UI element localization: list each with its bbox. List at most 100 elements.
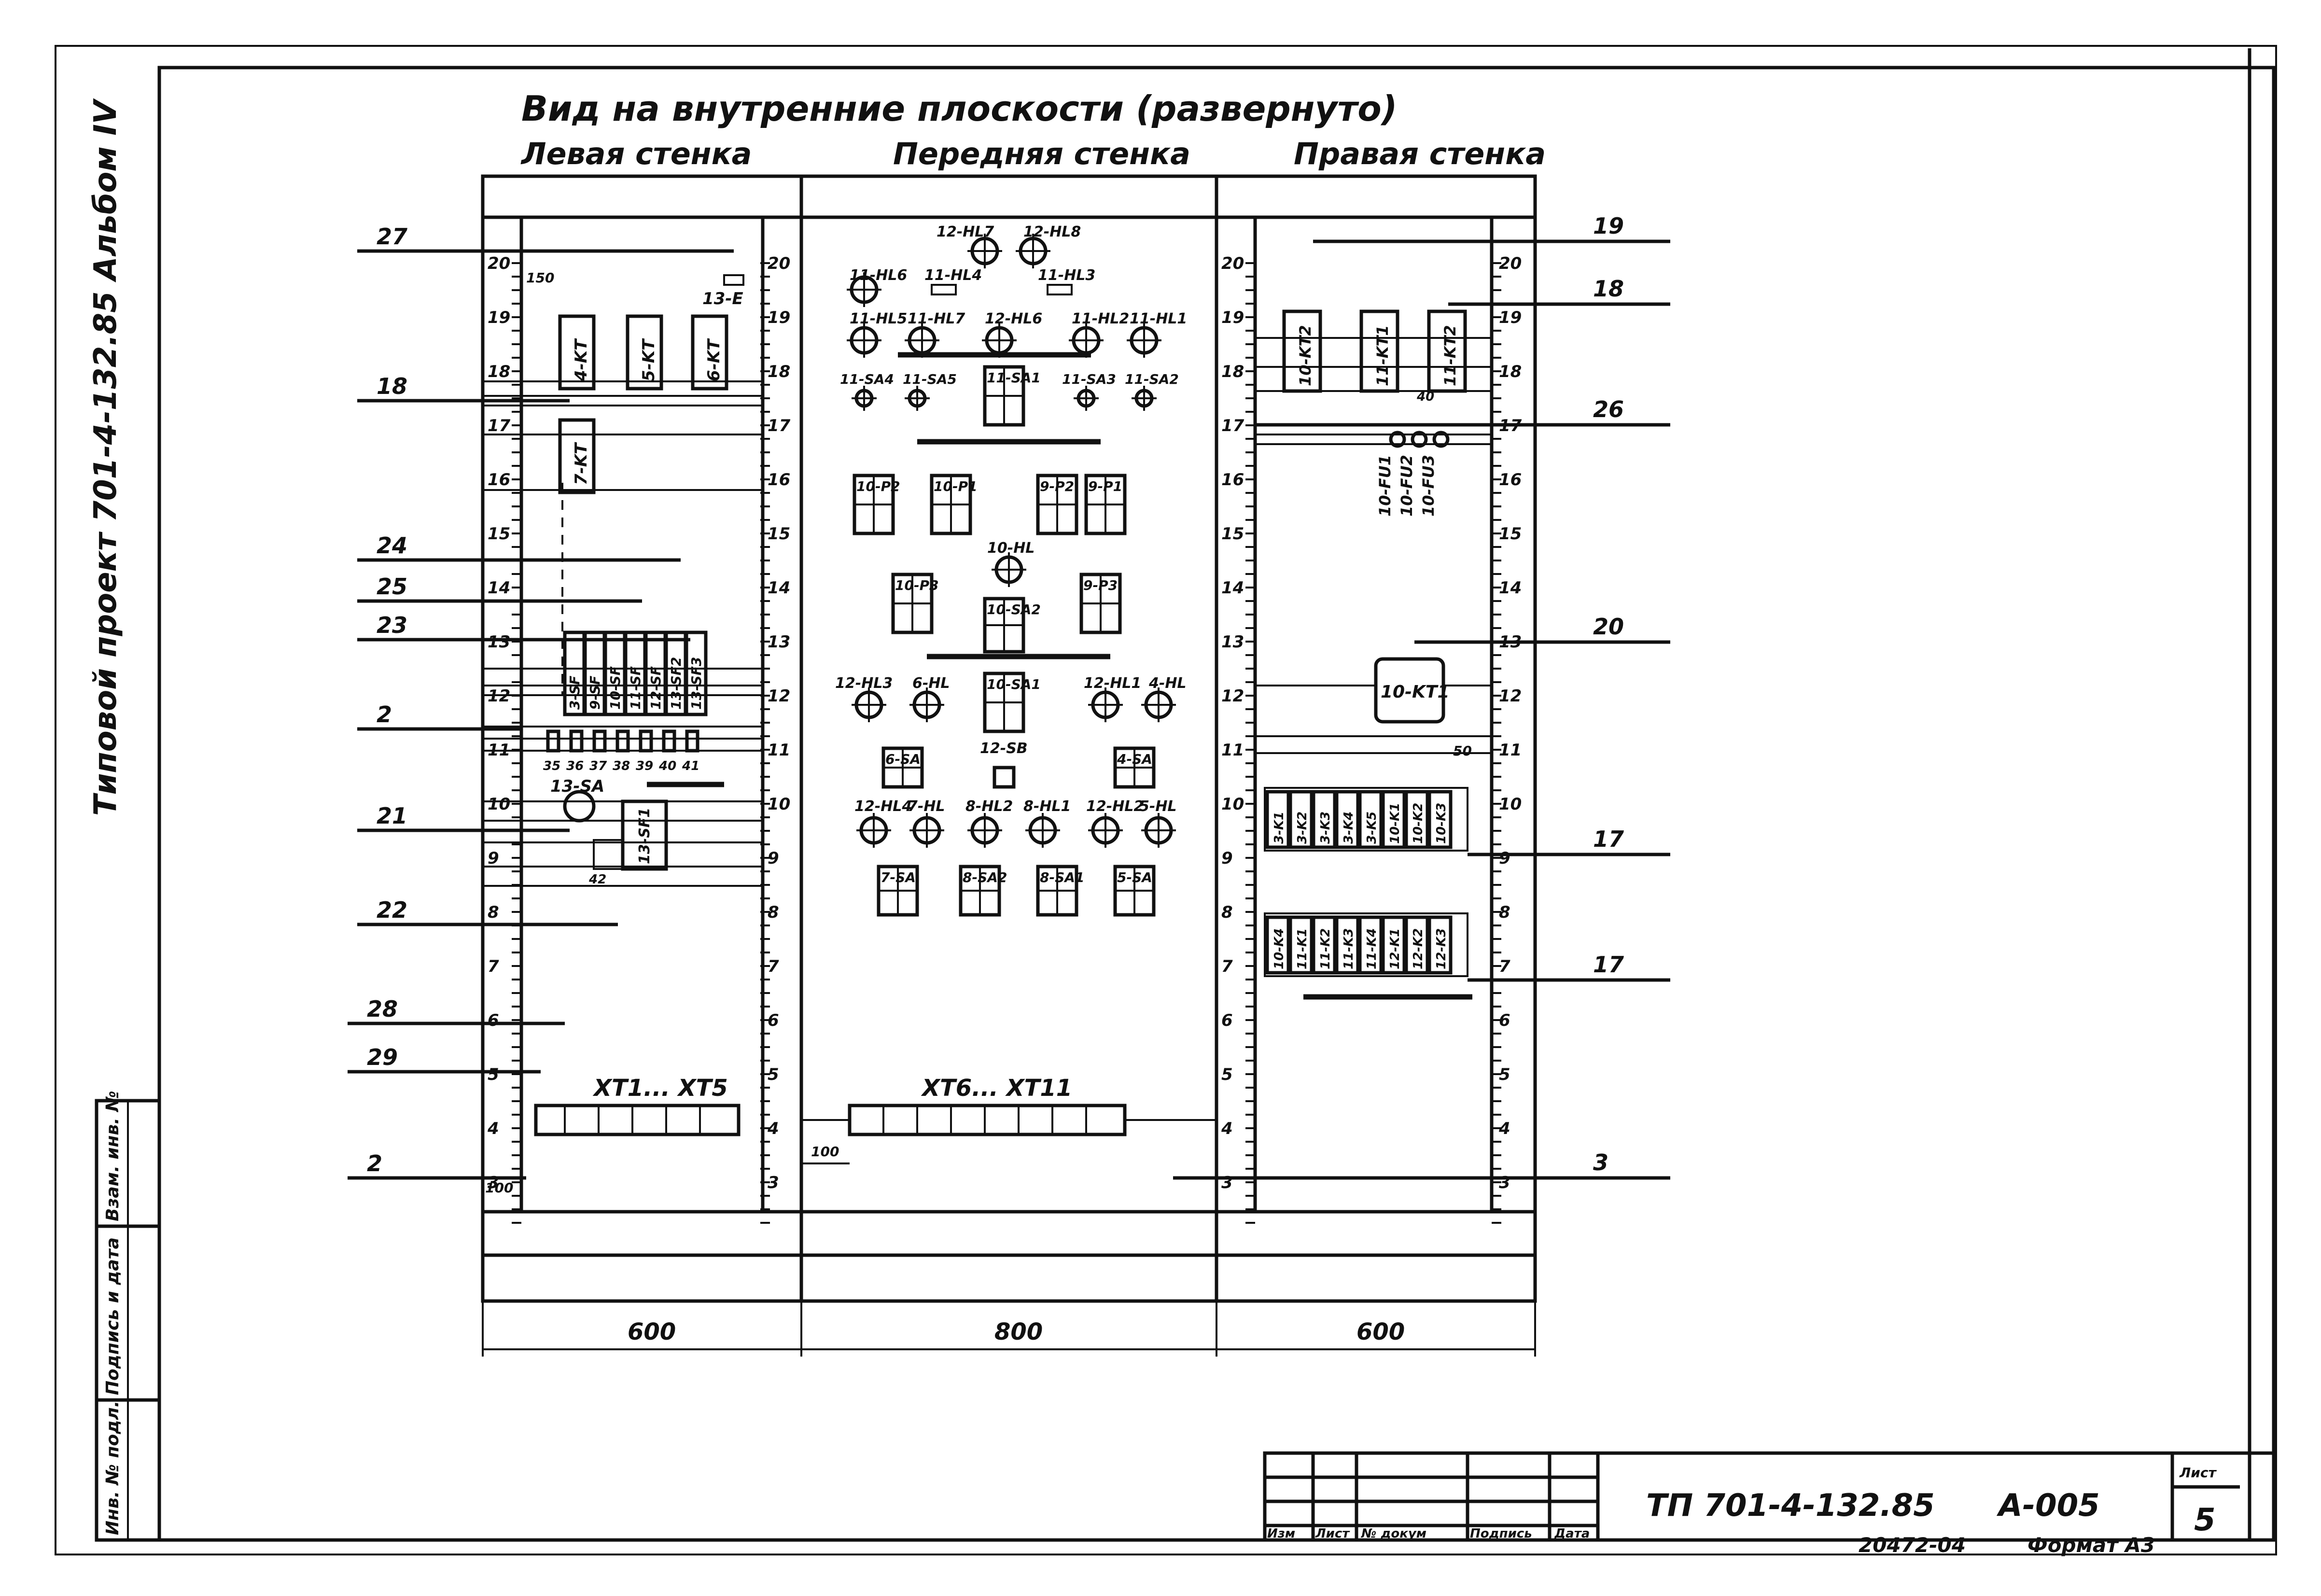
callout-number: 24	[377, 532, 407, 559]
svg-text:Инв. № подл.: Инв. № подл.	[103, 1400, 123, 1535]
scale-number: 20	[1499, 254, 1522, 273]
svg-text:10-KT2: 10-KT2	[1296, 325, 1314, 386]
breaker-label: 12-SF	[648, 666, 664, 710]
relay	[1335, 915, 1360, 975]
scale-number: 8	[1499, 903, 1510, 922]
scale-number: 19	[1221, 308, 1244, 327]
scale-number: 5	[1499, 1065, 1510, 1084]
svg-text:№ докум: № докум	[1361, 1526, 1426, 1541]
svg-text:4-KT: 4-KT	[572, 338, 591, 382]
svg-text:10-FU1: 10-FU1	[1376, 455, 1394, 517]
relay	[1427, 790, 1453, 849]
svg-text:100: 100	[811, 1144, 839, 1160]
relay-label: 12-K1	[1388, 928, 1402, 969]
scale-number: 8	[488, 903, 499, 922]
scale-number: 4	[1221, 1119, 1233, 1138]
terminal-strip-left: XT1... XT5	[534, 1075, 741, 1136]
lamp-label: 11-HL1	[1130, 310, 1187, 327]
terminal-number: 37	[589, 759, 607, 773]
lamp-label: 4-HL	[1148, 675, 1187, 692]
scale-number: 10	[768, 795, 790, 814]
scale-number: 14	[1499, 578, 1522, 598]
svg-text:20472-04: 20472-04	[1859, 1533, 1966, 1557]
switch-label: 7-SA	[881, 869, 916, 885]
svg-text:Дата: Дата	[1554, 1526, 1590, 1541]
scale-number: 5	[1221, 1065, 1233, 1084]
svg-text:Формат А3: Формат А3	[2027, 1533, 2155, 1557]
scale-number: 8	[1221, 903, 1233, 922]
meter-label: 9-P2	[1040, 478, 1074, 494]
callout-number: 21	[377, 803, 407, 829]
meter-label: 9-P1	[1088, 478, 1122, 494]
scale-number: 9	[1221, 849, 1233, 868]
scale-number: 16	[1221, 470, 1244, 490]
scale-number: 17	[1221, 416, 1244, 435]
drawing-code: ТП 701-4-132.85	[1646, 1488, 1935, 1524]
scale-number: 20	[488, 254, 510, 273]
callout-number: 25	[377, 574, 407, 600]
scale-number: 7	[488, 957, 499, 976]
terminal-strip-front: XT6... XT11	[801, 1075, 1216, 1136]
scale-number: 11	[768, 741, 790, 760]
relay-label: 12-K3	[1434, 928, 1449, 969]
relay-label: 10-K1	[1388, 803, 1402, 844]
relay-label: 11-K2	[1318, 928, 1333, 969]
scale-number: 13	[768, 632, 790, 652]
scale-number: 15	[1499, 524, 1522, 544]
scale-number: 15	[1221, 524, 1244, 544]
scale-number: 14	[768, 578, 790, 598]
scale-number: 19	[768, 308, 790, 327]
relay-label: 10-K3	[1434, 803, 1449, 844]
lamp-label: 11-HL2	[1072, 310, 1129, 327]
terminal-block	[592, 729, 607, 753]
breaker-label: 3-SF	[567, 676, 583, 710]
relay-6-kt: 6-KT	[691, 314, 728, 391]
breaker	[685, 630, 708, 716]
lamp-11-hl4	[931, 284, 957, 295]
small-dims: 150 100 100	[485, 270, 850, 1196]
callout-number: 17	[1593, 952, 1624, 978]
relay-10-kt1: 10-KT1	[1255, 657, 1492, 754]
callout-number: 19	[1593, 213, 1624, 239]
scale-number: 12	[1221, 686, 1244, 706]
switch-6-sa-label: 6-SA	[885, 751, 921, 767]
callout-number: 29	[367, 1044, 398, 1070]
callout-number: 27	[377, 224, 407, 250]
lamp-label: 11-HL5	[850, 310, 907, 327]
dimension-line: 600 800 600	[482, 1301, 1536, 1357]
scale-number: 19	[488, 308, 510, 327]
scale-number: 18	[768, 362, 790, 381]
meter-9-p3-label: 9-P3	[1083, 577, 1118, 593]
svg-text:13-E: 13-E	[702, 289, 743, 308]
scale-number: 3	[1221, 1173, 1233, 1192]
callout-number: 22	[377, 897, 407, 923]
terminal-block	[546, 729, 560, 753]
title-block: Изм Лист № докум Подпись Дата ТП 701-4-1…	[1263, 1451, 2276, 1557]
switch-11-sa1-label: 11-SA1	[987, 370, 1041, 386]
svg-text:10-FU2: 10-FU2	[1398, 455, 1416, 517]
scale-number: 14	[1221, 578, 1244, 598]
scale-number: 6	[1499, 1011, 1510, 1030]
relay	[1335, 790, 1360, 849]
svg-text:12-SB: 12-SB	[980, 740, 1028, 757]
scale-number: 16	[488, 470, 510, 490]
scale-number: 17	[768, 416, 791, 435]
scale-number: 8	[768, 903, 779, 922]
relay-5-kt: 5-KT	[626, 314, 663, 391]
scale-number: 16	[768, 470, 790, 490]
svg-text:11-HL3: 11-HL3	[1038, 267, 1095, 284]
meter-label: 10-P2	[856, 478, 900, 494]
button-12-sb	[993, 766, 1016, 789]
scale-number: 15	[768, 524, 790, 544]
breaker-13-sf1: 13-SF1 42	[588, 799, 668, 887]
switch-label: 8-SA2	[963, 869, 1007, 885]
terminal-number: 36	[566, 759, 584, 773]
svg-text:7-KT: 7-KT	[572, 442, 591, 485]
relay	[1265, 915, 1290, 975]
terminal-block	[662, 729, 676, 753]
left-stamp: Взам. инв. № Подпись и дата Инв. № подл.	[95, 1091, 161, 1542]
meter-10-p3-label: 10-P3	[895, 577, 939, 593]
